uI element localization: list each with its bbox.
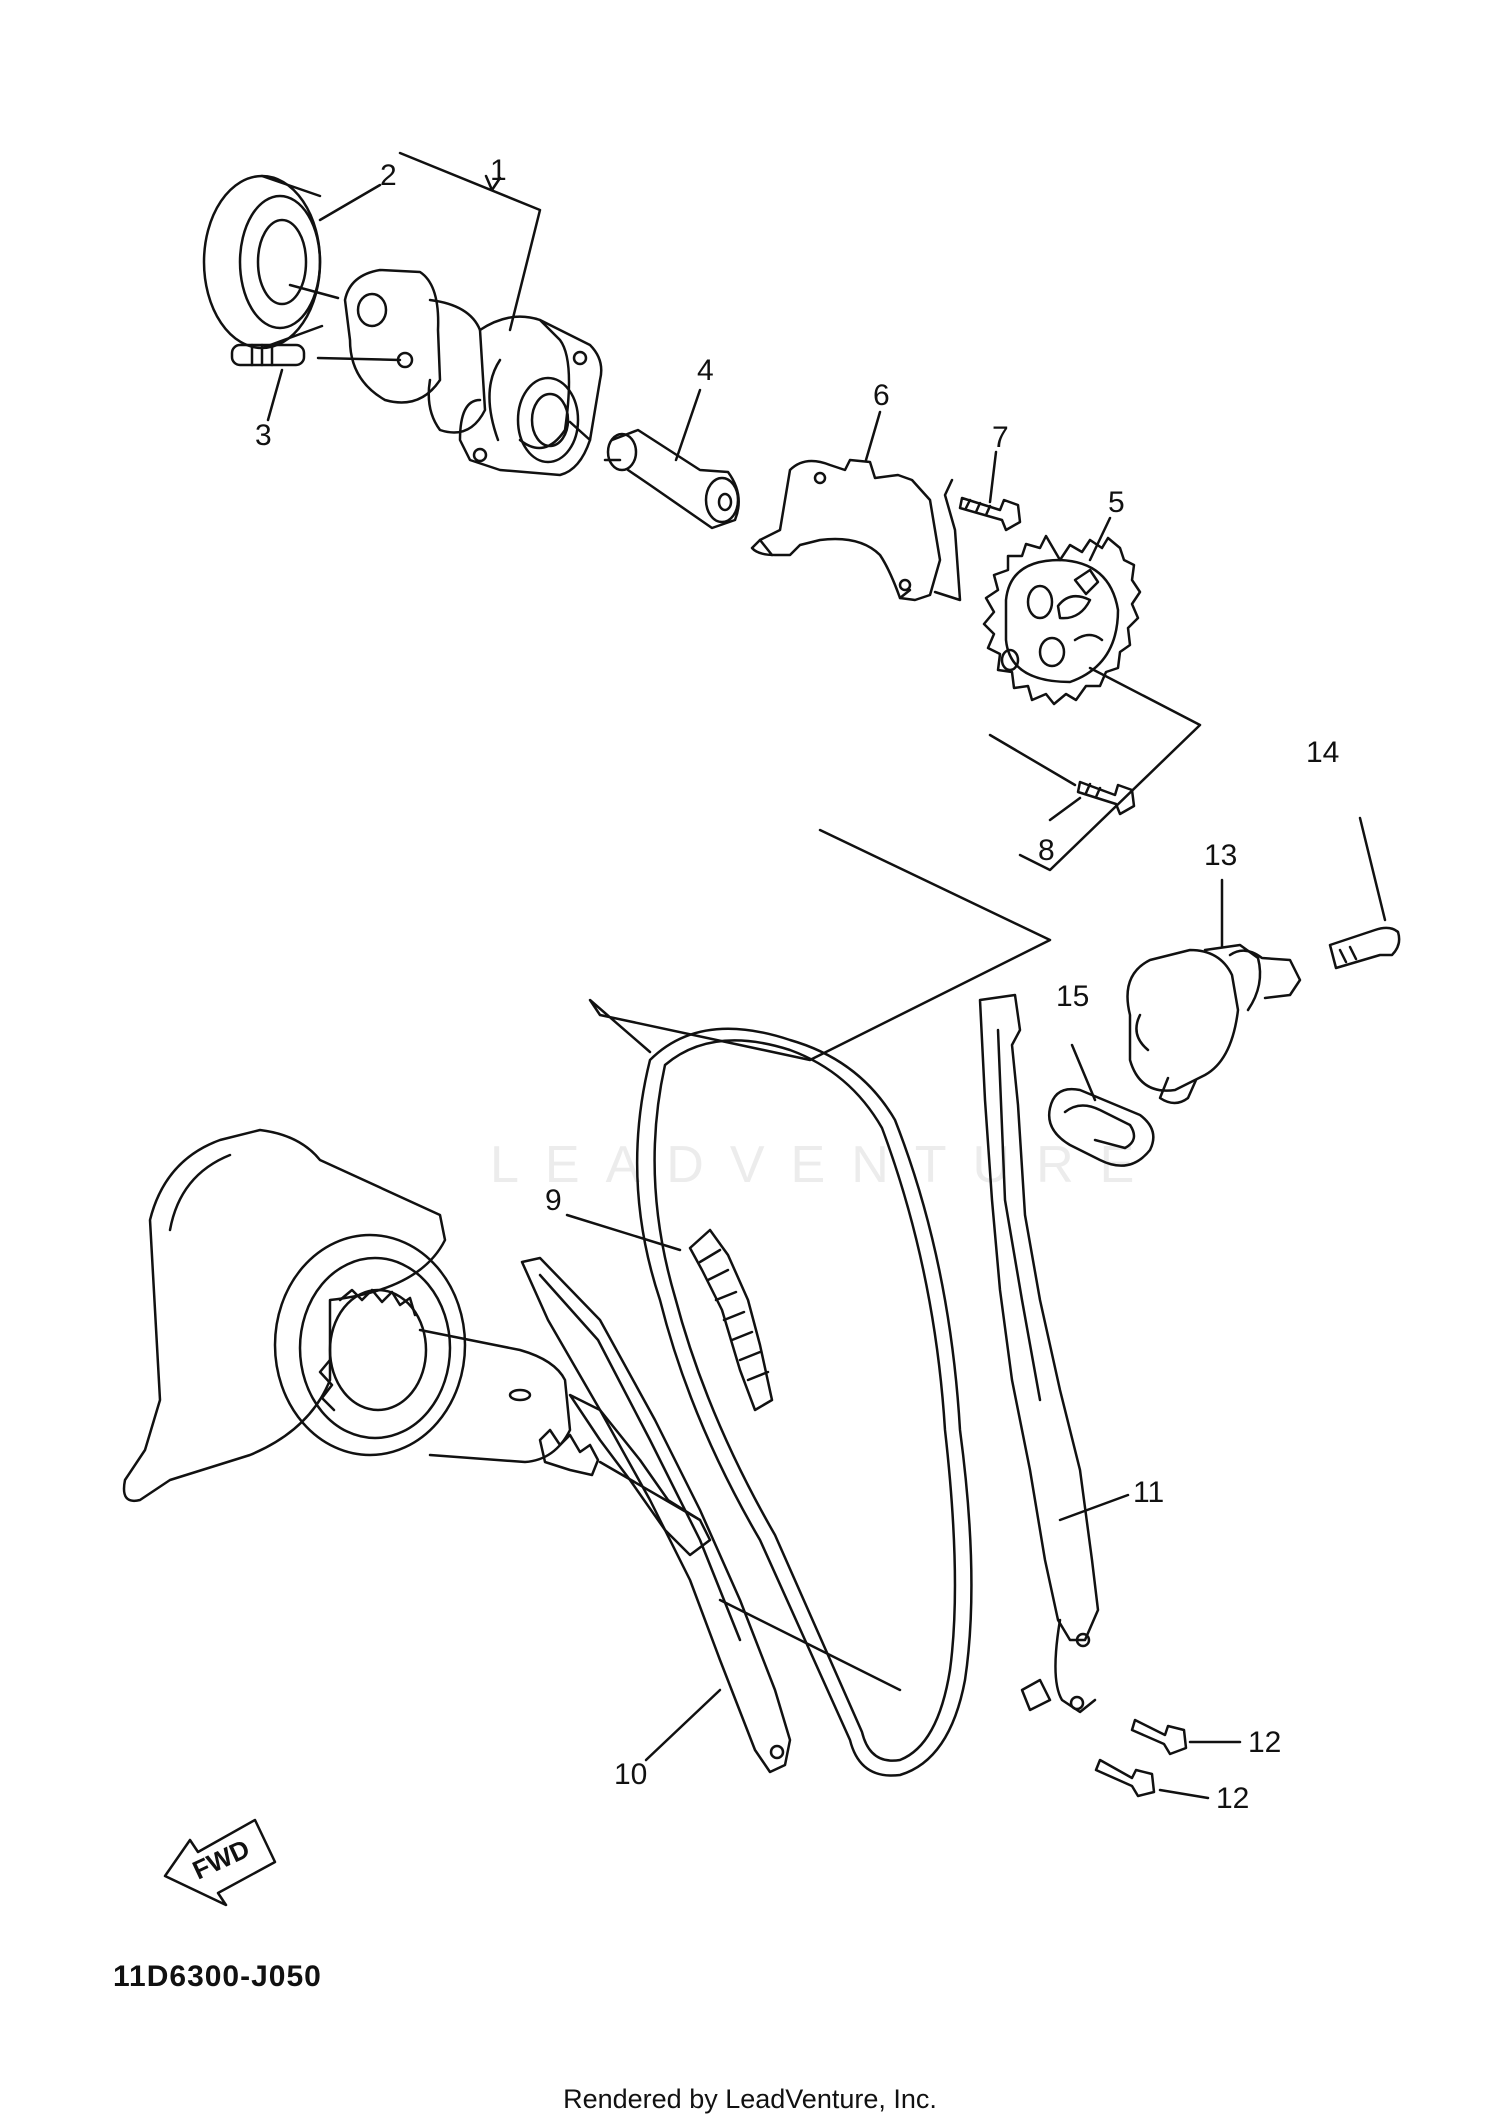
camshaft-bracket xyxy=(398,151,542,332)
callout-4: 4 xyxy=(697,354,714,387)
callout-12a: 12 xyxy=(1248,1726,1281,1759)
callout-8: 8 xyxy=(1038,834,1055,867)
bolt-12b-part xyxy=(1094,1758,1156,1798)
render-credit: Rendered by LeadVenture, Inc. xyxy=(563,2084,937,2114)
leader-12b xyxy=(1158,1788,1210,1800)
leader-2 xyxy=(318,183,382,222)
bolt-14-part xyxy=(1328,926,1401,970)
leader-crank-axis xyxy=(718,1598,902,1692)
chain-guide-11-part xyxy=(978,993,1100,1714)
bolt-7-part xyxy=(958,496,1022,532)
camshaft-part xyxy=(343,268,603,477)
callout-13: 13 xyxy=(1204,839,1237,872)
leader-15 xyxy=(1070,1043,1097,1102)
callout-15: 15 xyxy=(1056,980,1089,1013)
leader-5-bolt xyxy=(988,733,1077,787)
decomp-shaft-part xyxy=(603,428,740,530)
diagram-code: 11D6300-J050 xyxy=(113,1960,322,1993)
leader-5-bracket xyxy=(1018,666,1202,872)
decomp-plate-part xyxy=(750,458,942,602)
callout-3: 3 xyxy=(255,419,272,452)
leader-5 xyxy=(1088,516,1112,562)
bearing-part xyxy=(202,174,324,350)
leader-1 xyxy=(490,176,502,192)
cam-sprocket-part xyxy=(982,534,1142,706)
bolt-8-part xyxy=(1076,780,1136,816)
leader-11 xyxy=(1058,1493,1130,1522)
bolt-12a-part xyxy=(1130,1718,1188,1756)
leader-6 xyxy=(864,410,882,462)
callout-5: 5 xyxy=(1108,486,1125,519)
callout-10: 10 xyxy=(614,1758,647,1791)
callout-14: 14 xyxy=(1306,736,1339,769)
gasket-part xyxy=(1047,1087,1155,1167)
leader-2-shaft xyxy=(288,283,340,300)
leader-3 xyxy=(266,368,284,422)
leader-4 xyxy=(674,388,702,462)
chain-bracket xyxy=(588,828,1052,1062)
callout-11: 11 xyxy=(1133,1476,1164,1509)
leader-3-pin xyxy=(316,356,402,362)
leader-6-plate xyxy=(933,478,962,602)
leader-cam-pin xyxy=(568,420,592,442)
fwd-arrow-icon xyxy=(163,1818,277,1907)
leader-7 xyxy=(988,450,998,504)
callout-2: 2 xyxy=(380,159,397,192)
watermark: LEADVENTURE xyxy=(490,1136,1161,1194)
callout-7: 7 xyxy=(992,421,1009,454)
chain-guide-10-part xyxy=(520,1256,792,1774)
leader-9 xyxy=(565,1213,682,1252)
crankshaft-part xyxy=(122,1128,702,1522)
cam-chain-part xyxy=(635,1027,973,1777)
callout-1: 1 xyxy=(490,154,507,187)
callout-6: 6 xyxy=(873,379,890,412)
chain-tensioner-part xyxy=(1126,943,1302,1105)
callout-9: 9 xyxy=(545,1184,562,1217)
callout-12b: 12 xyxy=(1216,1782,1249,1815)
leader-14 xyxy=(1358,816,1387,922)
pin-part xyxy=(230,343,306,367)
leader-10 xyxy=(644,1688,722,1762)
leader-8 xyxy=(1048,796,1082,822)
